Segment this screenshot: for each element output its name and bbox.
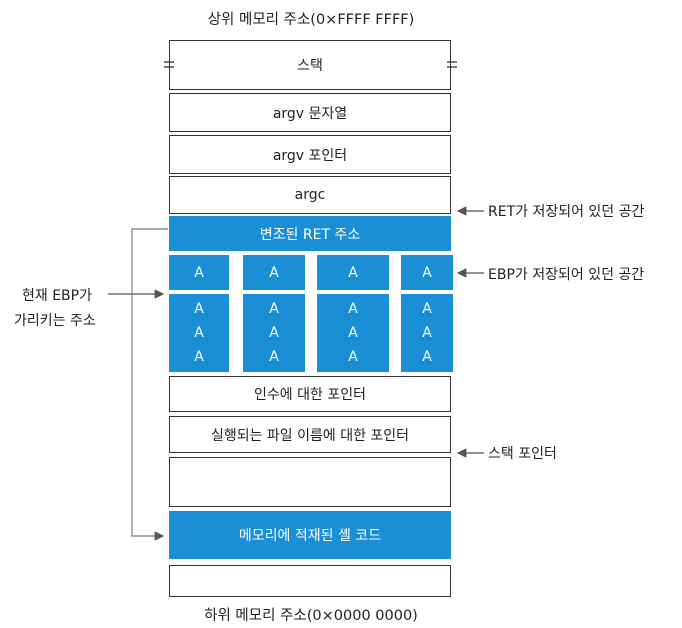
fill-char: A — [269, 349, 279, 365]
fill-char: A — [348, 325, 358, 341]
current-ebp-annotation-line2: 가리키는 주소 — [14, 313, 96, 329]
fill-char: A — [348, 301, 358, 317]
stack-pointer-annotation: 스택 포인터 — [488, 446, 557, 462]
argc-box: argc — [169, 176, 451, 214]
empty-box-bottom — [169, 565, 451, 597]
argc-label: argc — [294, 187, 326, 203]
modified-ret-label: 변조된 RET 주소 — [259, 226, 361, 243]
stack-box: 스택 — [169, 40, 451, 90]
fill-char: A — [422, 325, 432, 341]
fill-char: A — [269, 264, 279, 281]
ret-to-shellcode-connector — [131, 228, 168, 541]
fill-char: A — [348, 349, 358, 365]
stack-break-mark-right — [447, 61, 457, 68]
empty-box — [169, 457, 451, 507]
fill-char: A — [194, 264, 204, 281]
modified-ret-box: 변조된 RET 주소 — [169, 216, 451, 251]
stack-break-mark-left — [164, 61, 174, 68]
ebp-cell: A — [243, 255, 305, 290]
ebp-row: A A A A — [169, 255, 453, 290]
fill-char: A — [269, 325, 279, 341]
shell-code-box: 메모리에 적재된 셸 코드 — [169, 511, 451, 559]
fill-char: A — [348, 264, 358, 281]
fill-char: A — [422, 349, 432, 365]
ret-saved-annotation: RET가 저장되어 있던 공간 — [488, 204, 645, 220]
ebp-cell: A — [169, 255, 229, 290]
exec-file-name-pointer-label: 실행되는 파일 이름에 대한 포인터 — [210, 427, 410, 444]
exec-file-name-pointer-box: 실행되는 파일 이름에 대한 포인터 — [169, 416, 451, 453]
argv-strings-label: argv 문자열 — [272, 105, 348, 122]
top-memory-caption: 상위 메모리 주소(0×FFFF FFFF) — [207, 12, 415, 28]
argv-pointer-box: argv 포인터 — [169, 135, 451, 174]
current-ebp-annotation-line1: 현재 EBP가 — [22, 288, 92, 304]
argv-pointer-label: argv 포인터 — [272, 147, 348, 164]
ebp-cell: A — [317, 255, 389, 290]
ebp-saved-annotation: EBP가 저장되어 있던 공간 — [488, 267, 645, 283]
fill-char: A — [422, 264, 432, 281]
fill-char: A — [194, 325, 204, 341]
bottom-memory-caption: 하위 메모리 주소(0×0000 0000) — [204, 608, 418, 624]
fill-char: A — [194, 301, 204, 317]
fill-char: A — [269, 301, 279, 317]
fill-char: A — [422, 301, 432, 317]
argv-strings-box: argv 문자열 — [169, 93, 451, 132]
ebp-cell: A — [401, 255, 453, 290]
stack-label: 스택 — [297, 58, 323, 74]
args-pointer-label: 인수에 대한 포인터 — [254, 387, 366, 403]
shell-code-label: 메모리에 적재된 셸 코드 — [238, 528, 382, 544]
fill-char: A — [194, 349, 204, 365]
args-pointer-box: 인수에 대한 포인터 — [169, 376, 451, 412]
